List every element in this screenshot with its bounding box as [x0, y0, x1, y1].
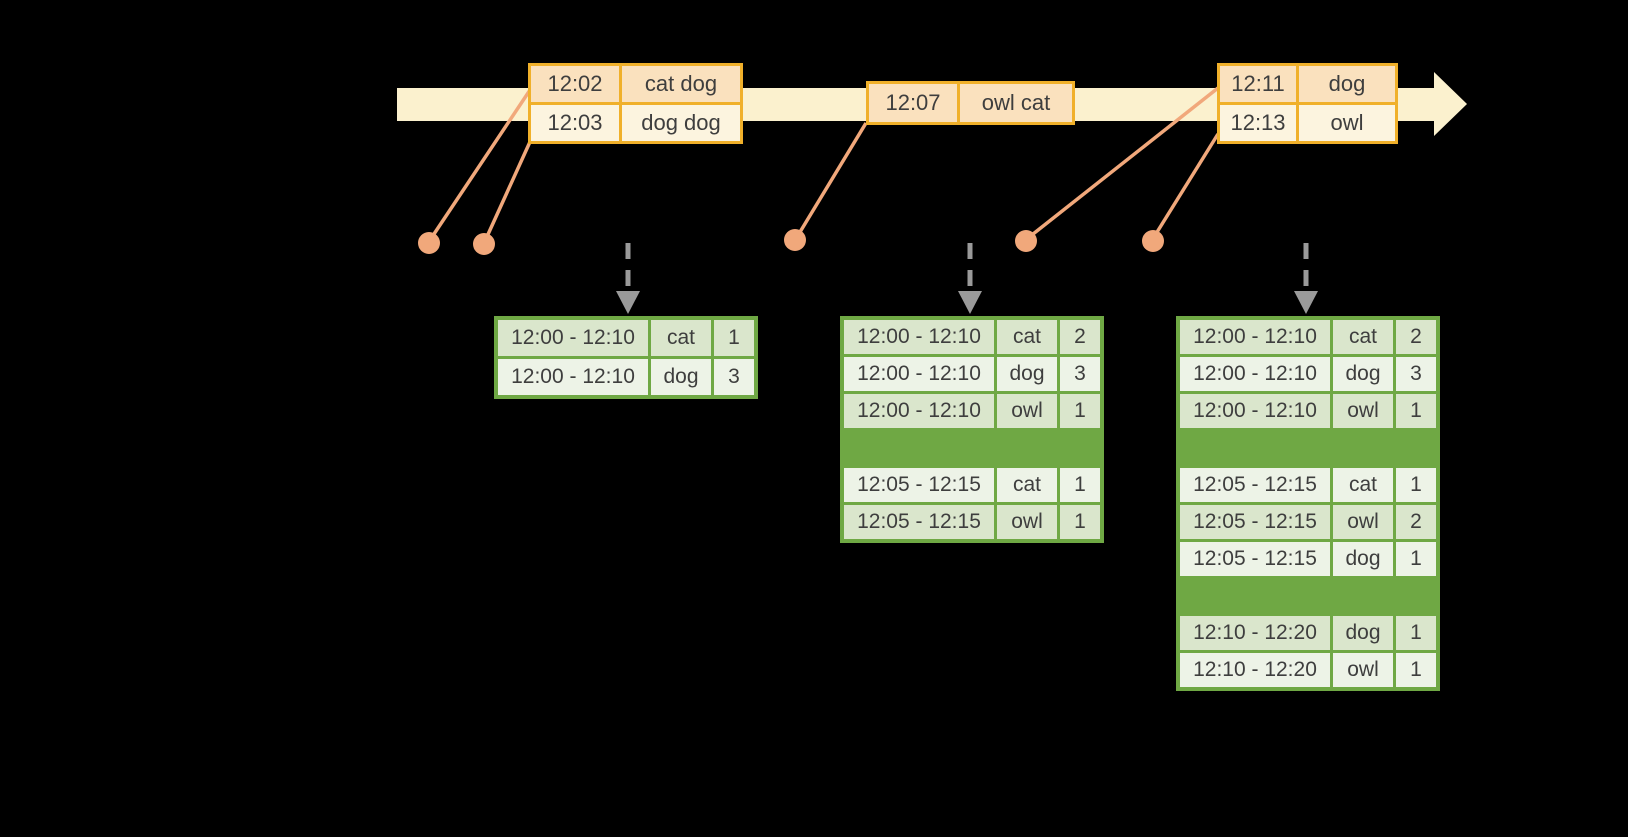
- count: 1: [1396, 468, 1436, 502]
- word: owl: [997, 505, 1057, 539]
- word: owl: [997, 394, 1057, 428]
- count: 3: [714, 359, 754, 395]
- input-batch-table-2: 12:07 owl cat: [866, 81, 1075, 125]
- window-range: 12:00 - 12:10: [844, 320, 994, 354]
- event-words: owl cat: [960, 84, 1072, 122]
- event-words: dog: [1299, 66, 1395, 102]
- word: dog: [997, 357, 1057, 391]
- event-words: owl: [1299, 105, 1395, 141]
- word: cat: [997, 468, 1057, 502]
- word: dog: [651, 359, 711, 395]
- count: 1: [1396, 542, 1436, 576]
- window-range: 12:05 - 12:15: [844, 468, 994, 502]
- event-time: 12:11: [1220, 66, 1296, 102]
- event-connector-line: [1152, 133, 1220, 238]
- input-batch-table-1: 12:02 cat dog 12:03 dog dog: [528, 63, 743, 144]
- down-arrow-icon: [616, 291, 640, 314]
- window-group-separator: [844, 431, 1100, 432]
- count: 1: [1060, 468, 1100, 502]
- window-range: 12:00 - 12:10: [498, 359, 648, 395]
- event-dot: [784, 229, 806, 251]
- count: 2: [1396, 505, 1436, 539]
- count: 1: [1396, 616, 1436, 650]
- event-connector-line: [795, 122, 868, 238]
- event-dots: [418, 229, 1164, 255]
- down-arrow-icon: [958, 291, 982, 314]
- event-time: 12:03: [531, 105, 619, 141]
- word: owl: [1333, 394, 1393, 428]
- timeline-arrowhead-icon: [1434, 72, 1467, 136]
- count: 2: [1060, 320, 1100, 354]
- window-range: 12:00 - 12:10: [1180, 320, 1330, 354]
- count: 3: [1060, 357, 1100, 391]
- word: cat: [651, 320, 711, 356]
- window-range: 12:00 - 12:10: [1180, 357, 1330, 391]
- event-dot: [1015, 230, 1037, 252]
- event-time: 12:13: [1220, 105, 1296, 141]
- word: owl: [1333, 505, 1393, 539]
- count: 2: [1396, 320, 1436, 354]
- result-table-3: 12:00 - 12:10 cat 2 12:00 - 12:10 dog 3 …: [1176, 316, 1440, 691]
- window-group-separator: [1180, 579, 1436, 580]
- count: 1: [1060, 394, 1100, 428]
- count: 1: [1060, 505, 1100, 539]
- count: 1: [1396, 394, 1436, 428]
- word: dog: [1333, 542, 1393, 576]
- word: dog: [1333, 357, 1393, 391]
- event-connector-line: [1026, 86, 1220, 240]
- event-time: 12:02: [531, 66, 619, 102]
- word: owl: [1333, 653, 1393, 687]
- window-range: 12:10 - 12:20: [1180, 653, 1330, 687]
- count: 1: [714, 320, 754, 356]
- event-dot: [418, 232, 440, 254]
- event-connector-line: [483, 132, 536, 242]
- result-table-2: 12:00 - 12:10 cat 2 12:00 - 12:10 dog 3 …: [840, 316, 1104, 543]
- input-batch-table-3: 12:11 dog 12:13 owl: [1217, 63, 1398, 144]
- event-time: 12:07: [869, 84, 957, 122]
- word: dog: [1333, 616, 1393, 650]
- count: 3: [1396, 357, 1436, 391]
- window-range: 12:05 - 12:15: [844, 505, 994, 539]
- event-connector-lines: [428, 86, 1220, 242]
- word: cat: [997, 320, 1057, 354]
- window-group-separator: [1180, 431, 1436, 432]
- result-table-1: 12:00 - 12:10 cat 1 12:00 - 12:10 dog 3: [494, 316, 758, 399]
- window-range: 12:00 - 12:10: [498, 320, 648, 356]
- word: cat: [1333, 468, 1393, 502]
- word: cat: [1333, 320, 1393, 354]
- window-range: 12:05 - 12:15: [1180, 542, 1330, 576]
- window-range: 12:00 - 12:10: [1180, 394, 1330, 428]
- event-connector-line: [428, 89, 532, 241]
- window-range: 12:05 - 12:15: [1180, 468, 1330, 502]
- event-dot: [473, 233, 495, 255]
- event-words: cat dog: [622, 66, 740, 102]
- trigger-arrows: [616, 243, 1318, 314]
- count: 1: [1396, 653, 1436, 687]
- event-words: dog dog: [622, 105, 740, 141]
- window-range: 12:00 - 12:10: [844, 357, 994, 391]
- window-range: 12:00 - 12:10: [844, 394, 994, 428]
- down-arrow-icon: [1294, 291, 1318, 314]
- window-range: 12:10 - 12:20: [1180, 616, 1330, 650]
- window-range: 12:05 - 12:15: [1180, 505, 1330, 539]
- event-dot: [1142, 230, 1164, 252]
